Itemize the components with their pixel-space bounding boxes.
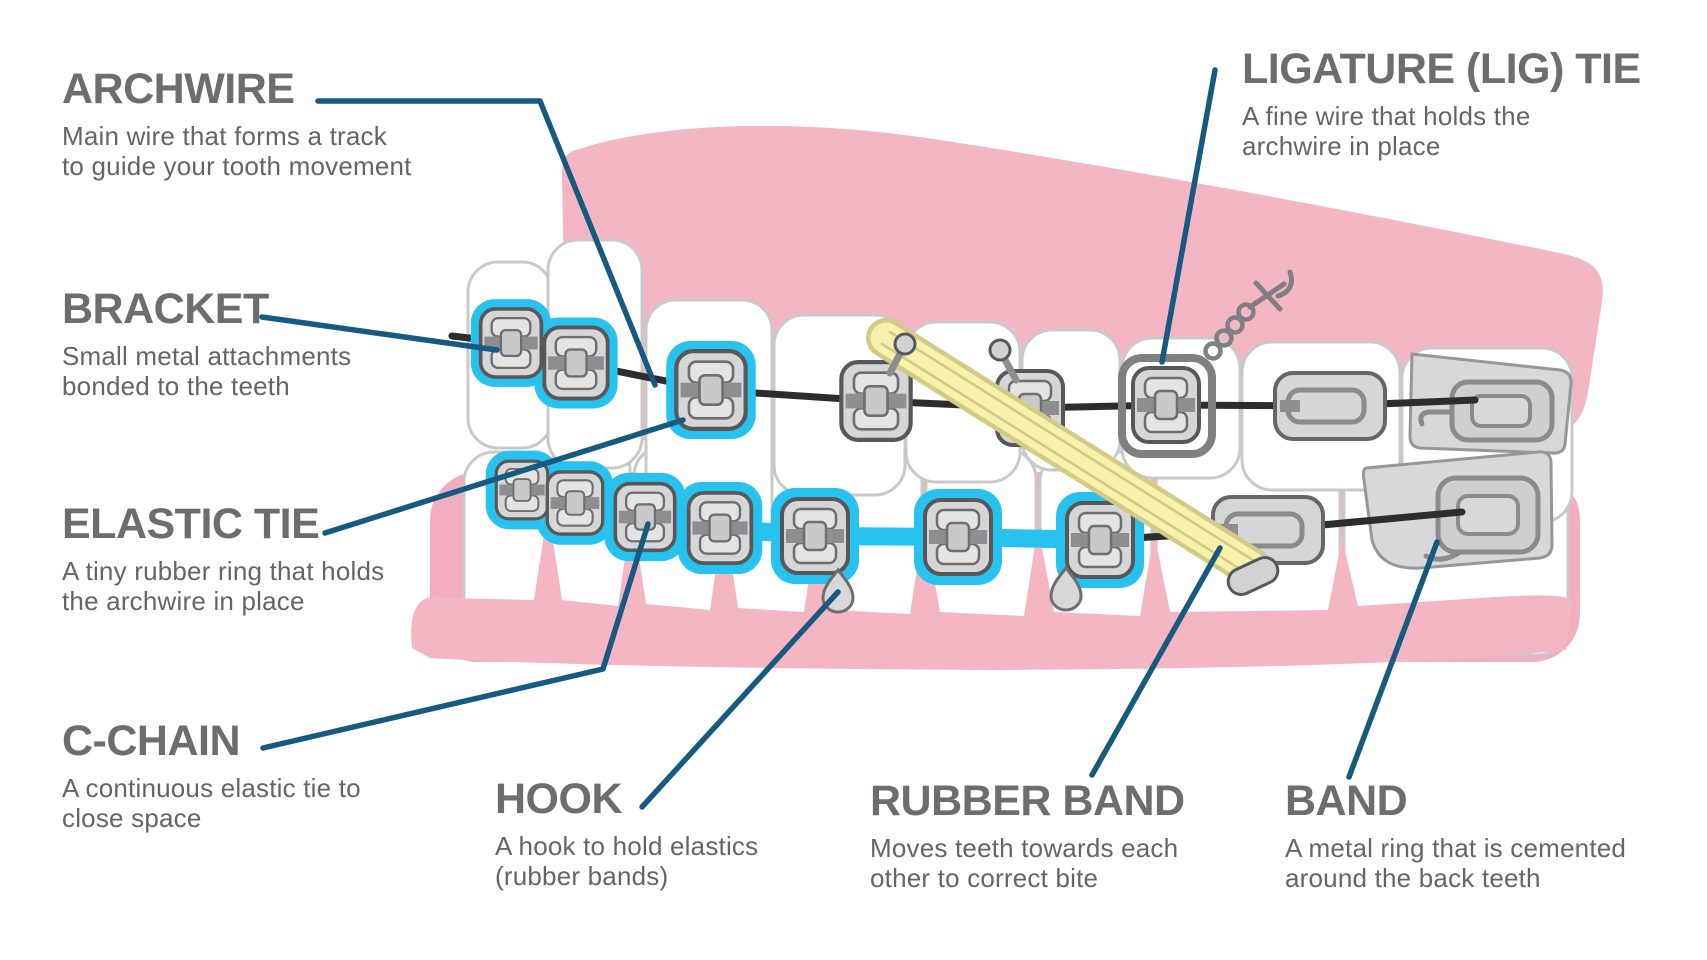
bracket	[1131, 366, 1201, 444]
label-bracket-title: BRACKET	[62, 285, 269, 333]
label-ligature-tie-desc-line1: A fine wire that holds the	[1242, 101, 1531, 131]
label-band-desc-line1: A metal ring that is cemented	[1285, 833, 1627, 863]
bracket	[1065, 501, 1135, 579]
label-c-chain-desc-line2: close space	[62, 803, 202, 833]
bracket	[923, 498, 993, 576]
leader-lines	[259, 67, 1440, 810]
label-bracket-desc-line2: bonded to the teeth	[62, 371, 290, 401]
label-c-chain: C-CHAIN A continuous elastic tie to clos…	[62, 718, 361, 833]
label-elastic-tie-desc-line2: the archwire in place	[62, 586, 305, 616]
label-archwire-desc-line1: Main wire that forms a track	[62, 121, 387, 151]
bracket-leader-line	[259, 314, 500, 353]
molar-hook	[1226, 556, 1280, 596]
label-c-chain-desc-line1: A continuous elastic tie to	[62, 773, 361, 803]
bracket	[676, 351, 745, 429]
label-hook-desc-line2: (rubber bands)	[495, 861, 669, 891]
label-hook: HOOK A hook to hold elastics (rubber ban…	[495, 776, 758, 891]
ligature-tie	[1118, 269, 1294, 458]
bracket	[478, 307, 544, 379]
bracket	[1275, 373, 1385, 439]
label-c-chain-title: C-CHAIN	[62, 717, 241, 765]
lower-molar-band	[1361, 450, 1554, 570]
label-rubber-band-title: RUBBER BAND	[870, 777, 1185, 825]
label-hook-title: HOOK	[495, 775, 623, 823]
label-band-desc-line2: around the back teeth	[1285, 863, 1541, 893]
hooks	[821, 338, 1083, 614]
label-archwire: ARCHWIRE Main wire that forms a track to…	[62, 66, 412, 181]
upper-molar-band	[1408, 352, 1573, 455]
hook-knob	[893, 332, 917, 356]
label-elastic-tie-title: ELASTIC TIE	[62, 500, 320, 548]
hook-knob	[988, 338, 1012, 362]
label-elastic-tie-desc-line1: A tiny rubber ring that holds	[62, 556, 385, 586]
c-chain-leader-line	[260, 521, 651, 751]
archwire-leader-line	[315, 98, 658, 388]
hook-leader-line	[639, 589, 841, 810]
label-band: BAND A metal ring that is cemented aroun…	[1285, 778, 1626, 893]
label-ligature-tie: LIGATURE (LIG) TIE A fine wire that hold…	[1242, 46, 1641, 161]
bracket	[542, 325, 610, 401]
rubber-band	[866, 318, 1272, 588]
label-elastic-tie: ELASTIC TIE A tiny rubber ring that hold…	[62, 501, 384, 616]
rubber-band-leader-line	[1089, 545, 1223, 778]
label-bracket: BRACKET Small metal attachments bonded t…	[62, 286, 351, 401]
label-rubber-band-desc-line2: other to correct bite	[870, 863, 1099, 893]
label-archwire-desc-line2: to guide your tooth movement	[62, 151, 412, 181]
bracket	[841, 362, 910, 440]
label-ligature-tie-desc-line2: archwire in place	[1242, 131, 1441, 161]
label-rubber-band-desc-line1: Moves teeth towards each	[870, 833, 1179, 863]
elastic-tie-leader-line	[322, 417, 686, 536]
bracket	[686, 490, 754, 566]
bracket	[780, 497, 850, 575]
label-hook-desc-line1: A hook to hold elastics	[495, 831, 759, 861]
lower-gum-front	[411, 508, 1572, 670]
hooks-over-band	[886, 332, 1280, 596]
label-archwire-title: ARCHWIRE	[62, 65, 295, 113]
label-band-title: BAND	[1285, 777, 1408, 825]
label-ligature-tie-title: LIGATURE (LIG) TIE	[1242, 45, 1641, 93]
label-bracket-desc-line1: Small metal attachments	[62, 341, 352, 371]
band-leader-line	[1346, 539, 1440, 780]
bracket	[545, 470, 605, 536]
ligature-leader-line	[1159, 67, 1218, 365]
label-rubber-band: RUBBER BAND Moves teeth towards each oth…	[870, 778, 1185, 893]
